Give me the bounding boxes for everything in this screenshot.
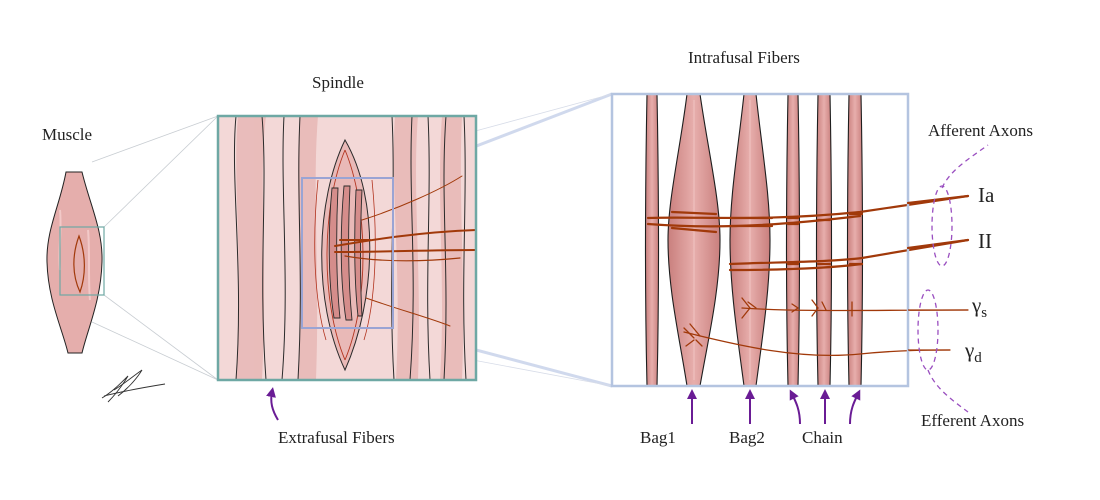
intrafusal-panel <box>610 92 970 388</box>
chain-fiber-2 <box>815 94 833 386</box>
ia-label: Ia <box>978 183 995 207</box>
pointer-arrows <box>266 387 861 425</box>
spindle-axons <box>334 175 476 327</box>
gamma-d-symbol: γ <box>965 338 975 362</box>
intrafusal-fibers-label: Intrafusal Fibers <box>688 48 800 67</box>
efferent-grouping <box>917 289 969 413</box>
spindle-capsule <box>314 138 376 372</box>
chain-fiber-3 <box>846 94 864 386</box>
bag2-label: Bag2 <box>729 428 765 447</box>
chain-fiber-1 <box>785 94 801 386</box>
muscle-label: Muscle <box>42 125 93 144</box>
gamma-s-subscript: s <box>981 305 988 322</box>
zoom-lines-muscle-to-spindle <box>91 115 219 381</box>
gamma-s-label: γs <box>972 293 987 322</box>
extrafusal-fibers-label: Extrafusal Fibers <box>278 428 395 447</box>
gamma-s-symbol: γ <box>972 293 982 317</box>
afferent-axons-label: Afferent Axons <box>928 121 1033 140</box>
whole-muscle <box>46 171 105 354</box>
chain-label: Chain <box>802 428 843 447</box>
spindle-label: Spindle <box>312 73 364 92</box>
extrafusal-arrow <box>266 387 279 421</box>
efferent-axons-label: Efferent Axons <box>921 411 1025 430</box>
axon-ia-spirals <box>646 194 970 234</box>
spindle-panel <box>216 114 478 382</box>
afferent-grouping <box>931 144 989 267</box>
chain-arrow-1 <box>789 389 801 425</box>
artist-signature <box>101 369 166 403</box>
external-axons <box>906 194 970 250</box>
gamma-d-label: γd <box>965 338 982 367</box>
gamma-d-subscript: d <box>974 350 982 367</box>
axon-ii-spirals <box>728 238 970 272</box>
chain-arrow-3 <box>849 389 861 425</box>
bag1-label: Bag1 <box>640 428 676 447</box>
chain-fiber-left-edge <box>644 94 660 386</box>
ii-label: II <box>978 229 992 253</box>
